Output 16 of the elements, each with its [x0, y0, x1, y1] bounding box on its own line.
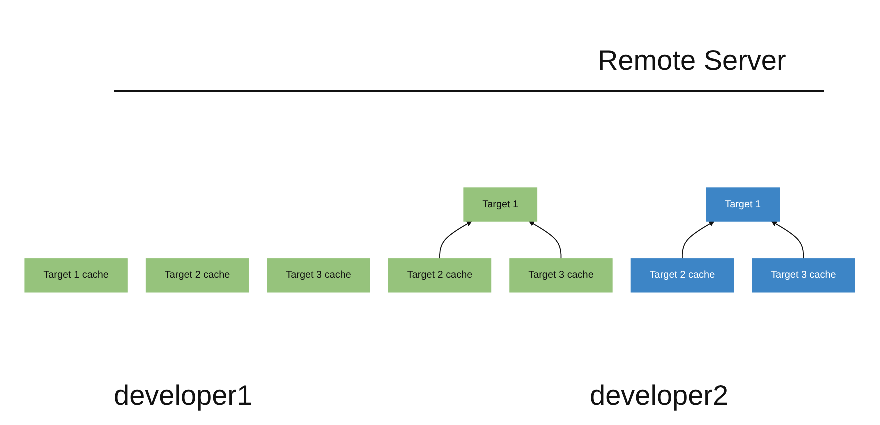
node-box: Target 3 cache — [510, 258, 613, 293]
arrow — [440, 221, 472, 260]
node-box: Target 2 cache — [388, 258, 492, 293]
node-box: Target 3 cache — [267, 258, 370, 293]
node-box: Target 2 cache — [146, 258, 250, 293]
node-box: Target 1 — [706, 187, 780, 222]
node-box: Target 1 cache — [24, 258, 128, 293]
group-label: Remote Server — [598, 45, 786, 77]
arrow — [772, 221, 804, 260]
node-box: Target 3 cache — [752, 258, 856, 293]
arrow — [682, 221, 715, 260]
node-box: Target 2 cache — [630, 258, 734, 293]
group-label: developer2 — [590, 380, 729, 412]
group-label: developer1 — [114, 380, 253, 412]
arrow — [529, 221, 562, 260]
node-box: Target 1 — [464, 187, 538, 222]
